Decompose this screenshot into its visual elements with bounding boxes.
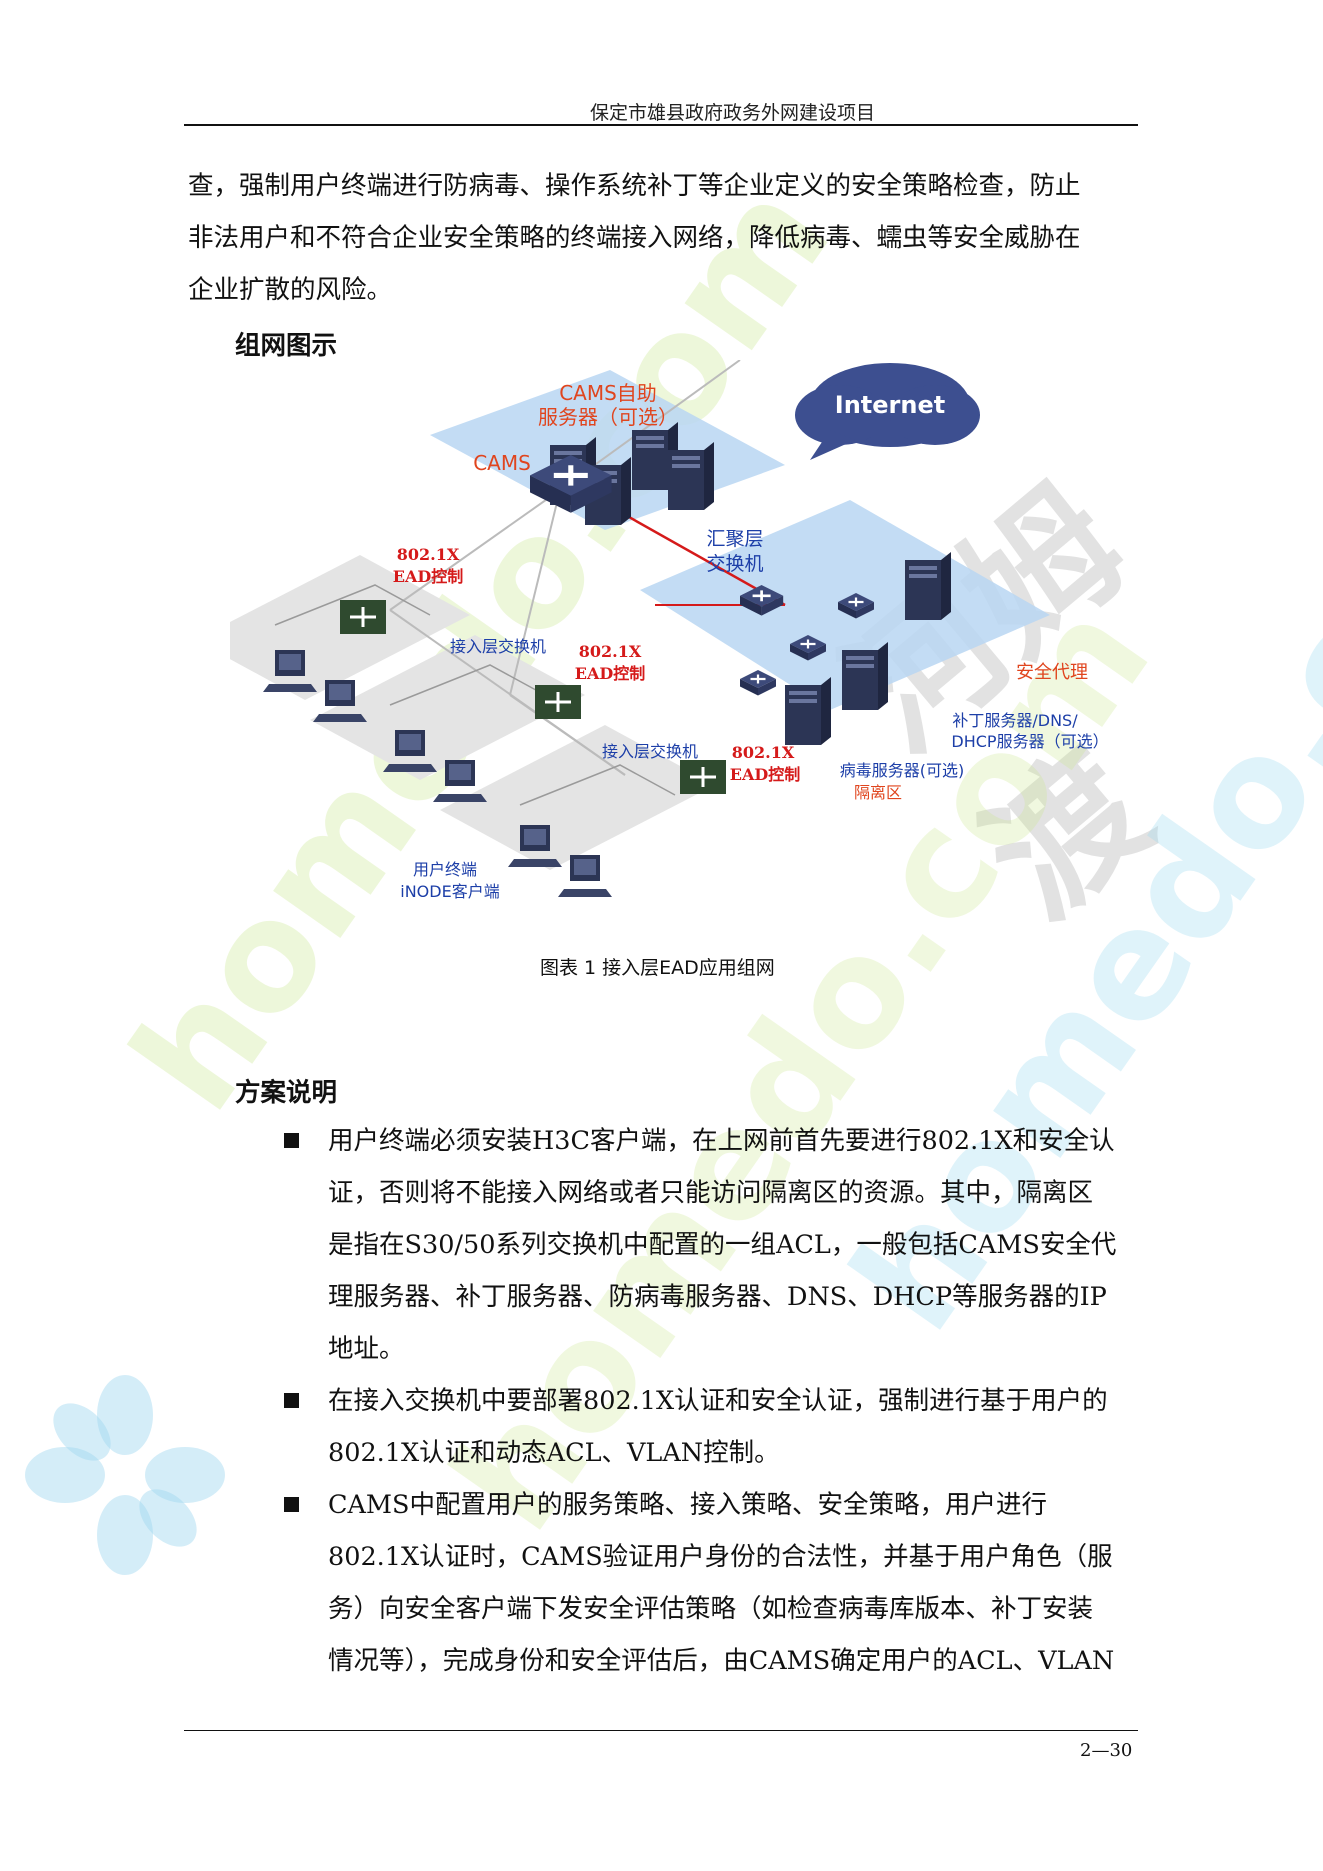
bullet-line: 用户终端必须安装H3C客户端，在上网前首先要进行802.1X和安全认 bbox=[328, 1126, 1115, 1156]
aggregation-switch-label-2: 交换机 bbox=[706, 553, 763, 575]
aggregation-switch-label-1: 汇聚层 bbox=[706, 528, 763, 550]
intro-line: 企业扩散的风险。 bbox=[188, 275, 393, 305]
bullet-line: 802.1X认证和动态ACL、VLAN控制。 bbox=[328, 1438, 780, 1468]
section-heading-network: 组网图示 bbox=[235, 331, 338, 361]
bullet-line: 地址。 bbox=[328, 1334, 405, 1364]
flower-logo-watermark bbox=[25, 1375, 225, 1575]
page-number: 2—30 bbox=[1080, 1740, 1133, 1761]
isolation-zone-label: 隔离区 bbox=[854, 783, 902, 802]
ead-label-control: EAD控制 bbox=[730, 765, 801, 784]
access-switch-label: 接入层交换机 bbox=[602, 742, 698, 761]
access-switch-icon bbox=[680, 760, 726, 794]
bullet-line: 在接入交换机中要部署802.1X认证和安全认证，强制进行基于用户的 bbox=[328, 1386, 1108, 1416]
bullet-line: 情况等），完成身份和安全评估后，由CAMS确定用户的ACL、VLAN bbox=[328, 1646, 1115, 1676]
cams-self-server-icon-2 bbox=[668, 442, 714, 510]
plan-bullet-list: 用户终端必须安装H3C客户端，在上网前首先要进行802.1X和安全认 证，否则将… bbox=[280, 1115, 1140, 1687]
intro-paragraph: 查，强制用户终端进行防病毒、操作系统补丁等企业定义的安全策略检查，防止 非法用户… bbox=[188, 160, 1138, 316]
list-item: CAMS中配置用户的服务策略、接入策略、安全策略，用户进行 802.1X认证时，… bbox=[280, 1479, 1140, 1687]
inode-client-label: iNODE客户端 bbox=[400, 882, 499, 901]
header-title: 保定市雄县政府政务外网建设项目 bbox=[590, 102, 876, 124]
header-rule bbox=[184, 124, 1138, 126]
patch-server-label-1: 补丁服务器/DNS/ bbox=[952, 711, 1078, 730]
ead-label-control: EAD控制 bbox=[575, 664, 646, 683]
user-zone-3 bbox=[440, 725, 715, 870]
intro-line: 查，强制用户终端进行防病毒、操作系统补丁等企业定义的安全策略检查，防止 bbox=[188, 171, 1081, 201]
figure-caption: 图表 1 接入层EAD应用组网 bbox=[540, 957, 775, 979]
section-heading-plan: 方案说明 bbox=[235, 1078, 338, 1108]
bullet-line: 务）向安全客户端下发安全评估策略（如检查病毒库版本、补丁安装 bbox=[328, 1594, 1094, 1624]
access-switch-icon bbox=[340, 600, 386, 634]
internet-cloud: Internet bbox=[795, 363, 980, 460]
intro-line: 非法用户和不符合企业安全策略的终端接入网络，降低病毒、蠕虫等安全威胁在 bbox=[188, 223, 1081, 253]
security-agent-server-icon bbox=[905, 552, 951, 620]
user-terminal-label: 用户终端 bbox=[413, 860, 477, 879]
bullet-line: CAMS中配置用户的服务策略、接入策略、安全策略，用户进行 bbox=[328, 1490, 1048, 1520]
list-item: 用户终端必须安装H3C客户端，在上网前首先要进行802.1X和安全认 证，否则将… bbox=[280, 1115, 1140, 1375]
ead-label-8021x: 802.1X bbox=[579, 642, 642, 661]
bullet-line: 理服务器、补丁服务器、防病毒服务器、DNS、DHCP等服务器的IP bbox=[328, 1282, 1107, 1312]
cams-label: CAMS bbox=[473, 451, 531, 475]
patch-server-label-2: DHCP服务器（可选） bbox=[951, 732, 1108, 751]
cams-self-label: CAMS自助 bbox=[559, 381, 657, 405]
bullet-square-icon bbox=[284, 1133, 299, 1148]
internet-label: Internet bbox=[835, 391, 945, 419]
bullet-line: 802.1X认证时，CAMS验证用户身份的合法性，并基于用户角色（服 bbox=[328, 1542, 1113, 1572]
virus-server-icon bbox=[785, 677, 831, 745]
security-agent-label: 安全代理 bbox=[1016, 662, 1088, 683]
patch-server-icon bbox=[842, 642, 888, 710]
list-item: 在接入交换机中要部署802.1X认证和安全认证，强制进行基于用户的 802.1X… bbox=[280, 1375, 1140, 1479]
isolation-switch-icon bbox=[738, 668, 778, 697]
ead-label-8021x: 802.1X bbox=[397, 545, 460, 564]
access-switch-label: 接入层交换机 bbox=[450, 637, 546, 656]
ead-label-8021x: 802.1X bbox=[732, 743, 795, 762]
bullet-square-icon bbox=[284, 1497, 299, 1512]
footer-rule bbox=[184, 1730, 1138, 1731]
bullet-line: 证，否则将不能接入网络或者只能访问隔离区的资源。其中，隔离区 bbox=[328, 1178, 1094, 1208]
ead-label-control: EAD控制 bbox=[393, 567, 464, 586]
access-switch-icon bbox=[535, 685, 581, 719]
bullet-line: 是指在S30/50系列交换机中配置的一组ACL，一般包括CAMS安全代 bbox=[328, 1230, 1117, 1260]
bullet-square-icon bbox=[284, 1393, 299, 1408]
virus-server-label: 病毒服务器(可选) bbox=[840, 761, 965, 780]
cams-self-server-label: 服务器（可选） bbox=[538, 405, 678, 429]
network-diagram: Internet CAMS自助 服务器（可选） CAMS 汇聚层 交换机 802… bbox=[230, 360, 1109, 901]
